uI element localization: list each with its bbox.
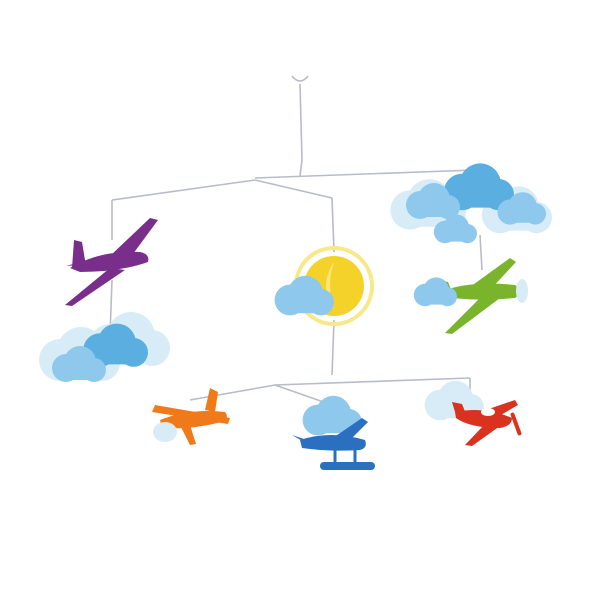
- cloud-cluster-left: [39, 312, 170, 382]
- orange-airplane: [152, 388, 230, 445]
- lower-bar: [274, 377, 471, 386]
- red-airplane: [424, 380, 522, 446]
- top-bar: [254, 169, 476, 179]
- ceiling-hook: [291, 75, 309, 82]
- green-airplane: [413, 258, 528, 334]
- left-bar: [111, 179, 256, 201]
- blue-seaplane: [292, 395, 375, 470]
- purple-airplane: [65, 218, 158, 306]
- cloud-cluster-top-right: [390, 163, 552, 244]
- sun: [274, 246, 374, 326]
